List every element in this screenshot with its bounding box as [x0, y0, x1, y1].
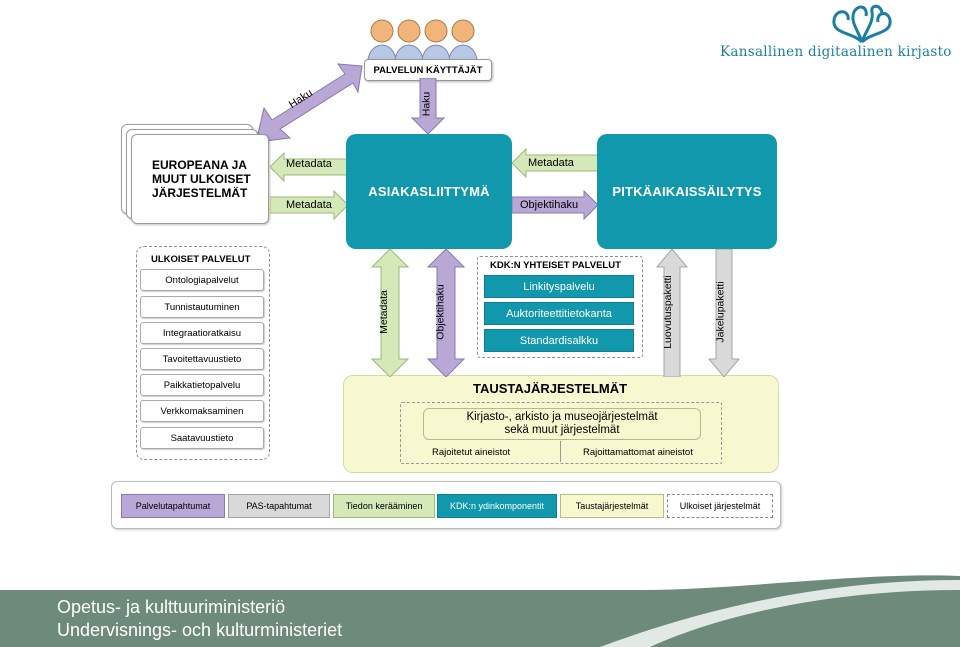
legend-taustajarjestelmat: Taustajärjestelmät: [560, 494, 664, 518]
europeana-box: EUROPEANA JA MUUT ULKOISET JÄRJESTELMÄT: [131, 134, 269, 224]
haku-down-label: Haku: [420, 91, 433, 117]
pitkaaikaissailytys-box: PITKÄAIKAISSÄILYTYS: [597, 134, 777, 249]
kdk-palvelut-title: KDK:N YHTEISET PALVELUT: [490, 260, 621, 271]
metadata-top-right-label: Metadata: [528, 157, 574, 169]
legend-palvelutapahtumat: Palvelutapahtumat: [121, 494, 225, 518]
ulkoiset-item-verkkomaksaminen: Verkkomaksaminen: [140, 400, 264, 422]
wave-logo-icon: [832, 4, 892, 44]
taustajarjestelmat-inner-frame: [400, 402, 722, 464]
legend-ulkoiset-jarjestelmat: Ulkoiset järjestelmät: [667, 494, 773, 518]
footer-band: [0, 575, 960, 647]
taustajarjestelmat-divider: [560, 441, 561, 462]
ulkoiset-item-tunnistautuminen: Tunnistautuminen: [140, 296, 264, 318]
jakelupaketti-label: Jakelupaketti: [714, 281, 727, 343]
metadata-vertical-label: Metadata: [377, 290, 390, 334]
europeana-line2: MUUT ULKOISET: [152, 172, 251, 186]
taustajarjestelmat-inner-line2: sekä muut järjestelmät: [504, 424, 620, 436]
luovutuspaketti-label: Luovutuspaketti: [661, 275, 674, 349]
objektihaku-right-label: Objektihaku: [520, 199, 579, 211]
objektihaku-right-arrow: [512, 190, 598, 220]
metadata-left-arrow: [270, 152, 348, 182]
ulkoiset-item-paikkatietopalvelu: Paikkatietopalvelu: [140, 374, 264, 396]
footer-line1: Opetus- ja kulttuuriministeriö: [57, 597, 286, 617]
metadata-top-right-arrow: [512, 148, 598, 178]
europeana-line3: JÄRJESTELMÄT: [152, 186, 248, 200]
kdk-item-linkityspalvelu: Linkityspalvelu: [484, 275, 634, 298]
ulkoiset-item-integraatioratkaisu: Integraatioratkaisu: [140, 322, 264, 344]
metadata-bottom-left-label: Metadata: [286, 199, 332, 211]
legend-pas-tapahtumat: PAS-tapahtumat: [228, 494, 330, 518]
asiakasliittyma-box: ASIAKASLIITTYMÄ: [346, 134, 512, 249]
ulkoiset-item-saatavuustieto: Saatavuustieto: [140, 427, 264, 449]
haku-vertical-arrow: [410, 78, 446, 134]
ulkoiset-item-tavoitettavuustieto: Tavoitettavuustieto: [140, 348, 264, 370]
metadata-right-arrow: [270, 190, 348, 220]
taustajarjestelmat-inner-box: Kirjasto-, arkisto ja museojärjestelmät …: [423, 408, 701, 440]
users-label: PALVELUN KÄYTTÄJÄT: [373, 64, 483, 76]
legend-tiedon-keraaminen: Tiedon kerääminen: [333, 494, 435, 518]
taustajarjestelmat-inner-line1: Kirjasto-, arkisto ja museojärjestelmät: [466, 411, 658, 423]
ulkoiset-item-ontologiapalvelut: Ontologiapalvelut: [140, 269, 264, 291]
pitkaaikaissailytys-label: PITKÄAIKAISSÄILYTYS: [612, 184, 762, 199]
jakelupaketti-arrow: [708, 249, 740, 377]
asiakasliittyma-label: ASIAKASLIITTYMÄ: [368, 184, 490, 199]
ulkoiset-palvelut-title: ULKOISET PALVELUT: [151, 254, 251, 265]
objektihaku-vertical-arrow: [426, 249, 466, 377]
metadata-top-left-label: Metadata: [286, 158, 332, 170]
luovutuspaketti-arrow: [656, 249, 688, 377]
europeana-line1: EUROPEANA JA: [152, 158, 247, 172]
taustajarjestelmat-title: TAUSTAJÄRJESTELMÄT: [473, 381, 628, 396]
rajoittamattomat-label: Rajoittamattomat aineistot: [583, 447, 693, 458]
legend-kdk-ydinkomponentit: KDK:n ydinkomponentit: [437, 494, 557, 518]
metadata-vertical-arrow: [370, 249, 410, 377]
kdk-item-standardisalkku: Standardisalkku: [484, 329, 634, 352]
footer-line2: Undervisnings- och kulturministeriet: [57, 620, 343, 640]
logo-text: Kansallinen digitaalinen kirjasto: [720, 44, 952, 60]
objektihaku-vertical-label: Objektihaku: [434, 284, 447, 340]
kdk-item-auktoriteettitietokanta: Auktoriteettitietokanta: [484, 302, 634, 325]
rajoitetut-label: Rajoitetut aineistot: [432, 447, 511, 458]
